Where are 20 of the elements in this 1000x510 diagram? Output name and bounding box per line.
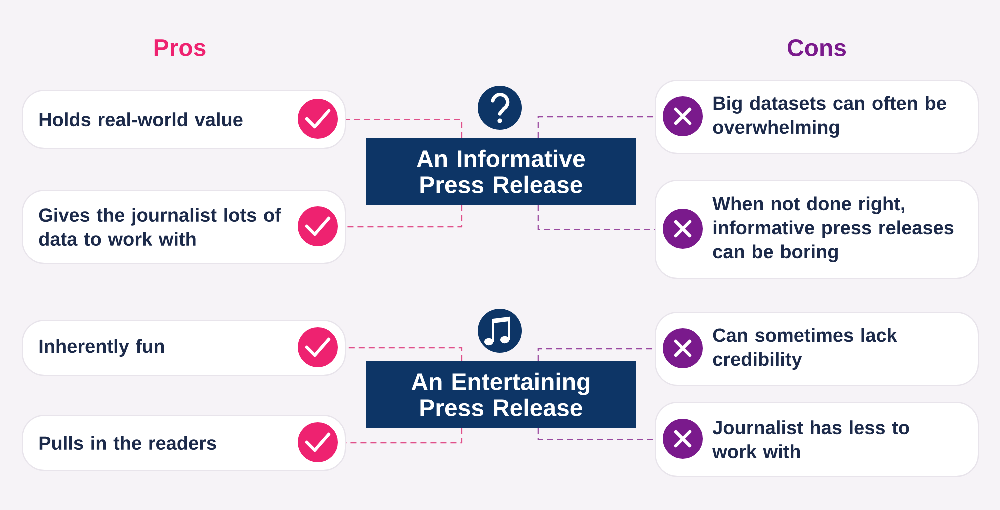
pro-box: Gives the journalist lots of data to work with — [22, 190, 346, 264]
con-box: When not done right, informative press releases can be boring — [655, 180, 980, 280]
connector-line — [346, 205, 463, 228]
connector-line — [538, 205, 655, 230]
con-box: Big datasets can often be overwhelming — [655, 80, 980, 154]
connector-line — [346, 348, 463, 361]
con-box: Journalist has less to work with — [655, 402, 980, 478]
connector-line — [346, 119, 463, 138]
con-box: Can sometimes lack credibility — [655, 312, 980, 386]
connector-line — [538, 116, 655, 138]
column-heading: Cons — [788, 40, 846, 56]
pro-box: Inherently fun — [22, 320, 346, 376]
pro-box: Pulls in the readers — [22, 414, 346, 472]
connector-line — [346, 428, 463, 444]
connector-line — [538, 348, 655, 361]
column-heading: Pros — [154, 40, 206, 56]
connector-line — [538, 428, 655, 440]
title-box: An Informative Press Release — [366, 138, 636, 206]
pro-box: Holds real-world value — [22, 90, 346, 150]
title-box: An Entertaining Press Release — [366, 361, 636, 428]
